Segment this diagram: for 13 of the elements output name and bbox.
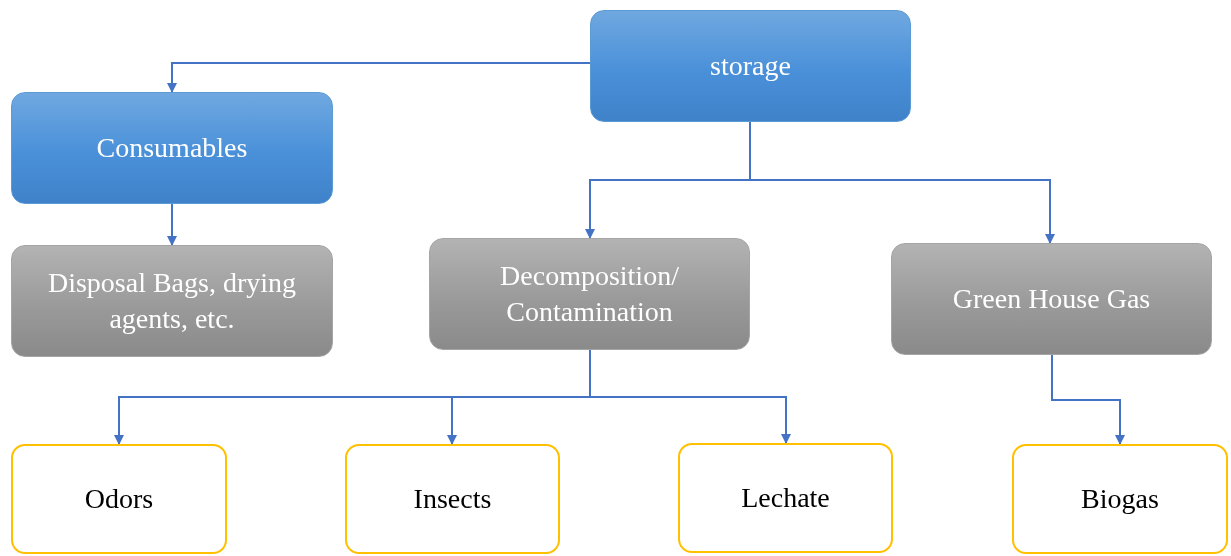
process-box: Green House Gas: [891, 243, 1212, 355]
process-box: Consumables: [11, 92, 333, 204]
process-box: storage: [590, 10, 911, 122]
connector-arrow: [1051, 354, 1125, 445]
outcome-box: Biogas: [1012, 444, 1228, 554]
connector-arrow: [167, 62, 591, 93]
outcome-box: Odors: [11, 444, 227, 554]
outcome-box: Insects: [345, 444, 560, 554]
process-box: Decomposition/ Contamination: [429, 238, 750, 350]
outcome-box: Lechate: [678, 443, 893, 553]
connector-arrow: [589, 349, 791, 444]
connector-arrow: [167, 203, 177, 246]
process-box: Disposal Bags, drying agents, etc.: [11, 245, 333, 357]
